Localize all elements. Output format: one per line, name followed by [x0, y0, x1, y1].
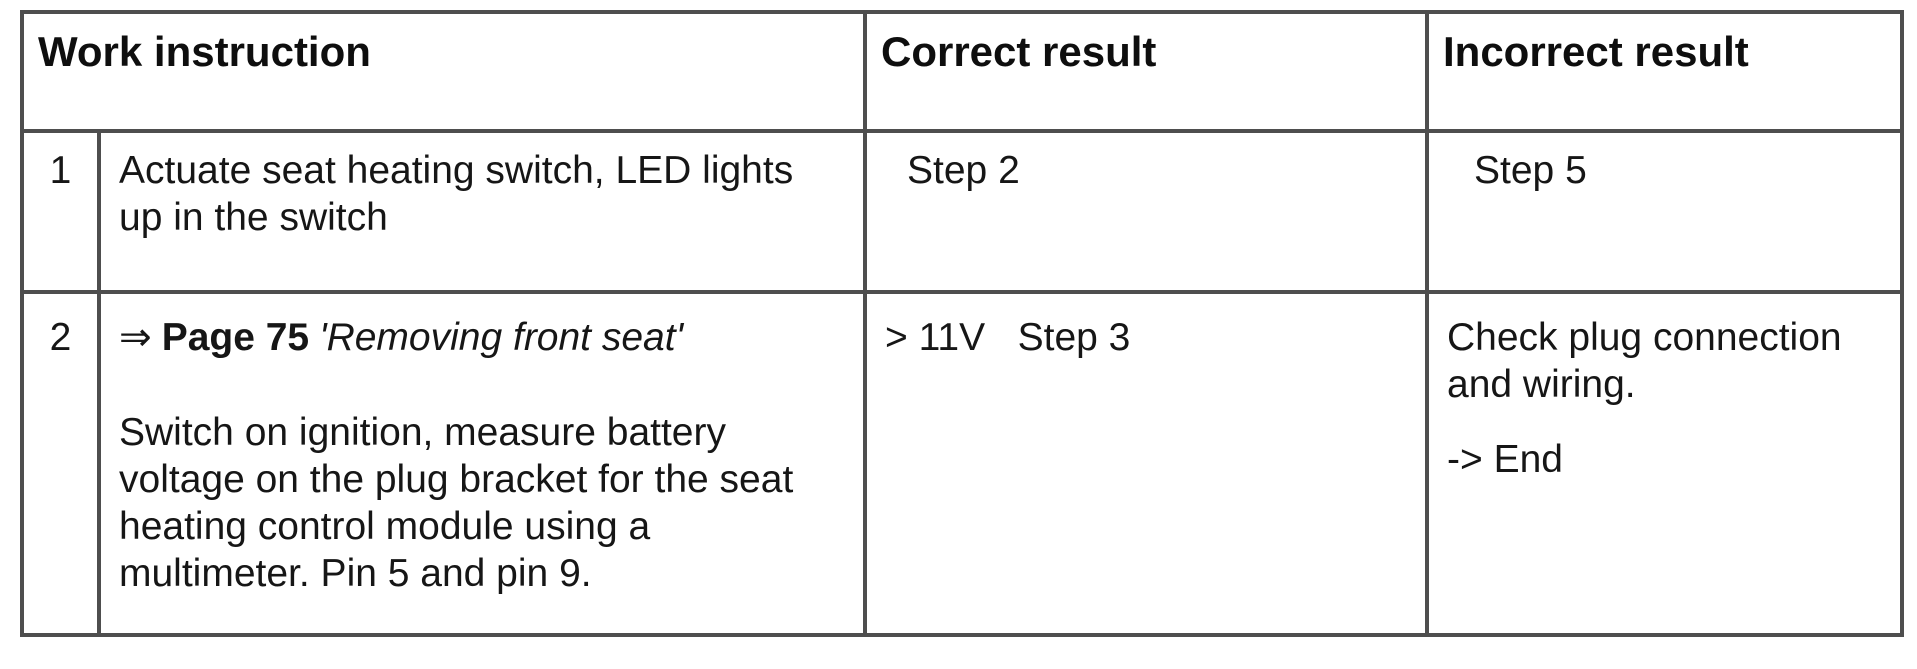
- row2-instruction-cell: ⇒Page 75'Removing front seat' Switch on …: [97, 290, 867, 637]
- header-work-instruction: Work instruction: [20, 10, 867, 133]
- table-header-row: Work instruction Correct result Incorrec…: [20, 10, 1904, 133]
- diagnostic-procedure-table: Work instruction Correct result Incorrec…: [20, 10, 1904, 637]
- row2-incorrect-result-end: -> End: [1447, 438, 1563, 481]
- row1-incorrect-result-cell: Step 5: [1425, 129, 1904, 294]
- row2-incorrect-result-text: Check plug connection and wiring.: [1447, 316, 1842, 406]
- header-correct-result: Correct result: [863, 10, 1429, 133]
- table-row: 2 ⇒Page 75'Removing front seat' Switch o…: [20, 290, 1904, 637]
- page-reference-link[interactable]: ⇒Page 75'Removing front seat': [119, 314, 843, 361]
- double-arrow-icon: ⇒: [119, 316, 152, 359]
- table-row: 1 Actuate seat heating switch, LED light…: [20, 129, 1904, 294]
- row1-instruction-text: Actuate seat heating switch, LED lights …: [119, 149, 794, 239]
- row2-incorrect-result-cell: Check plug connection and wiring. -> End: [1425, 290, 1904, 637]
- row2-correct-result-cell: > 11V Step 3: [863, 290, 1429, 637]
- row1-step-number: 1: [20, 129, 101, 294]
- row1-instruction-cell: Actuate seat heating switch, LED lights …: [97, 129, 867, 294]
- row2-instruction-text: Switch on ignition, measure battery volt…: [119, 411, 794, 595]
- header-incorrect-result: Incorrect result: [1425, 10, 1904, 133]
- row2-step-number: 2: [20, 290, 101, 637]
- row1-correct-result-cell: Step 2: [863, 129, 1429, 294]
- page-reference-number: Page 75: [161, 316, 310, 359]
- page-reference-title: 'Removing front seat': [319, 316, 684, 359]
